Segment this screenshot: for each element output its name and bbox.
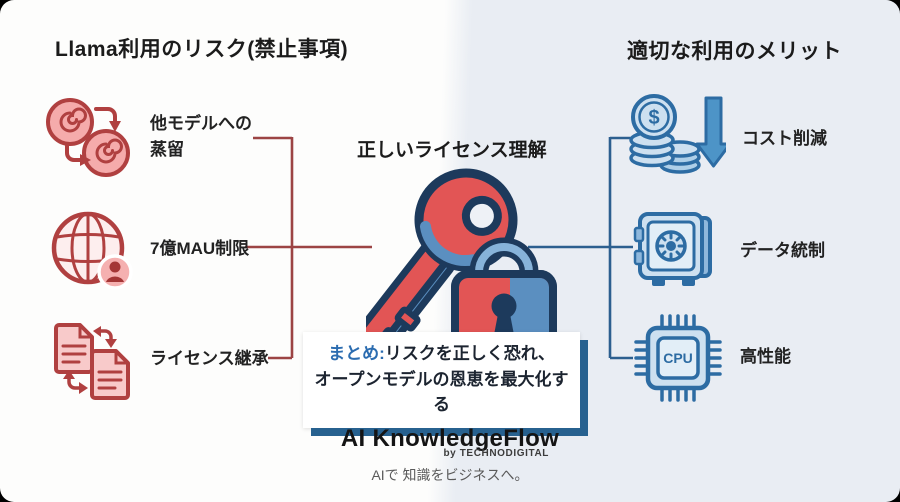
risk-item-label-mau: 7億MAU制限 <box>150 239 250 258</box>
benefit-item-label-cost: コスト削減 <box>742 129 827 148</box>
risk-item-label-license: ライセンス継承 <box>150 349 269 368</box>
model-distillation-icon <box>46 98 130 177</box>
summary-prefix: まとめ: <box>328 344 385 363</box>
summary-box: まとめ:リスクを正しく恐れ、 オープンモデルの恩恵を最大化する <box>303 332 580 428</box>
benefit-item-label-performance: 高性能 <box>740 347 791 366</box>
cost-down-icon: $ <box>629 94 726 174</box>
brand-logo: AI KnowledgeFlow <box>340 425 560 452</box>
globe-users-icon <box>51 211 133 290</box>
brand-byline: by TECHNODIGITAL <box>443 448 549 459</box>
cpu-label: CPU <box>663 350 693 366</box>
risks-heading: Llama利用のリスク(禁止事項) <box>55 38 349 61</box>
left-connector-lines <box>245 136 372 360</box>
risk-item-label-distillation: 他モデルへの 蒸留 <box>150 114 252 160</box>
brand-tagline: AIで 知識をビジネスへ。 <box>371 467 529 483</box>
benefits-heading: 適切な利用のメリット <box>627 40 842 63</box>
center-title: 正しいライセンス理解 <box>357 140 547 161</box>
summary-line1: リスクを正しく恐れ、 <box>384 344 555 363</box>
dollar-sign: $ <box>648 107 659 129</box>
license-docs-icon <box>54 323 130 400</box>
safe-vault-icon <box>633 212 712 286</box>
summary-line2: オープンモデルの恩恵を最大化する <box>314 369 569 415</box>
benefit-item-label-data: データ統制 <box>740 241 825 260</box>
cpu-chip-icon: CPU <box>634 314 722 402</box>
